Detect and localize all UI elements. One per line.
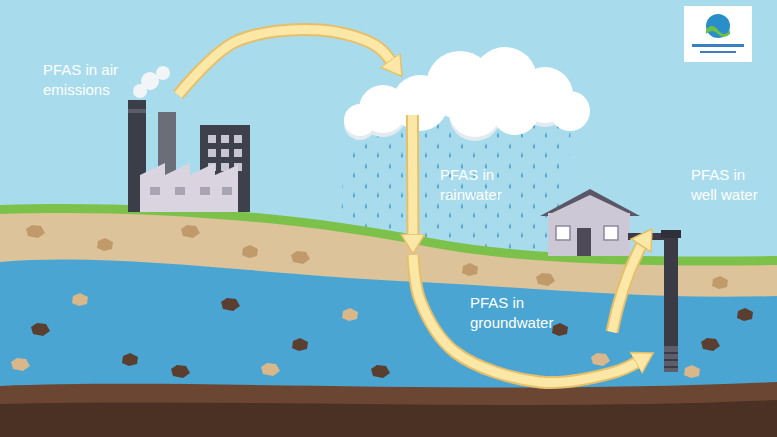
cloud-node: PFAS in rainwater (405, 45, 590, 115)
deep-bedrock-layer (0, 400, 777, 437)
flow-arrow-line (413, 255, 637, 383)
aquifer-rock (122, 353, 138, 366)
stage-label: PFAS in groundwater (470, 293, 560, 333)
aquifer-rock (552, 323, 568, 336)
factory-node: PFAS in air emissions (120, 95, 255, 212)
flow-arrow-outline (413, 255, 637, 383)
aquifer-rock (591, 353, 610, 366)
smoke-puff (156, 66, 170, 80)
factory-window (200, 187, 210, 195)
well-illustration (655, 228, 690, 375)
house-wall (548, 213, 630, 256)
factory-window (234, 135, 242, 143)
well-casing (664, 232, 678, 372)
bedrock-layer (0, 382, 777, 437)
aquifer-rock (701, 338, 720, 351)
aquifer-rock (371, 365, 390, 378)
aquifer-rock (221, 298, 240, 311)
soil-rock (712, 276, 728, 289)
factory-window (234, 149, 242, 157)
pump-arrow-head (631, 229, 652, 252)
cloud-illustration (405, 45, 590, 115)
aquifer-rock (737, 308, 753, 321)
soil-layer (0, 213, 777, 437)
house-window (604, 226, 618, 240)
soil-rock (462, 263, 478, 276)
factory-window (208, 149, 216, 157)
factory-window (221, 135, 229, 143)
flow-arrow-line (408, 115, 418, 235)
well-cap (661, 230, 681, 238)
aquifer-rock (342, 308, 358, 321)
well-screen-slot (664, 359, 678, 361)
logo-bar (692, 44, 744, 47)
aquifer-rock (72, 293, 88, 306)
factory-hall (140, 163, 238, 212)
logo-bar (700, 51, 736, 53)
aquifer-rock (261, 363, 280, 376)
soil-rock (26, 225, 45, 238)
house-door (577, 228, 591, 256)
house-window (556, 226, 570, 240)
factory-window (221, 149, 229, 157)
aquifer-rock (171, 365, 190, 378)
factory-illustration (120, 95, 255, 212)
cloud-puff (550, 91, 590, 131)
stage-label: PFAS in well water (691, 165, 765, 205)
factory-window (222, 187, 232, 195)
aquifer-rock (11, 358, 30, 371)
logo-box (684, 6, 752, 62)
groundwater-node: PFAS in groundwater (400, 255, 660, 392)
soil-rock (242, 245, 258, 258)
soil-rock (97, 238, 113, 251)
aquifer-rock (31, 323, 50, 336)
stage-label: PFAS in air emissions (43, 60, 143, 100)
flow-arrow-outline (406, 115, 420, 235)
logo-wave (706, 26, 730, 37)
chimney-band (128, 109, 146, 113)
well-screen-slot (664, 366, 678, 368)
cloud-puff (491, 87, 539, 135)
factory-window (175, 187, 185, 195)
factory-window (208, 135, 216, 143)
well-screen-slot (664, 352, 678, 354)
house-roof (540, 189, 640, 216)
flow-arrow (413, 255, 637, 383)
flow-arrow (412, 115, 414, 235)
aquifer-rock (292, 338, 308, 351)
pump-arrow (612, 246, 641, 332)
aquifer-rock (684, 365, 700, 378)
stage-label: PFAS in rainwater (440, 165, 512, 205)
well-node: PFAS in well water (655, 228, 690, 375)
soil-rock (291, 251, 310, 264)
house-gable (552, 195, 628, 213)
factory-window (150, 187, 160, 195)
soil-rock (536, 273, 555, 286)
well-screen (664, 346, 678, 372)
flow-arrow-outline (178, 30, 391, 95)
pump-arrow-outline (612, 246, 641, 332)
aquifer-layer (0, 260, 777, 437)
soil-rock (181, 225, 200, 238)
flow-arrow-line (178, 30, 391, 95)
flow-arrow (178, 30, 391, 95)
logo-mark (706, 14, 730, 38)
